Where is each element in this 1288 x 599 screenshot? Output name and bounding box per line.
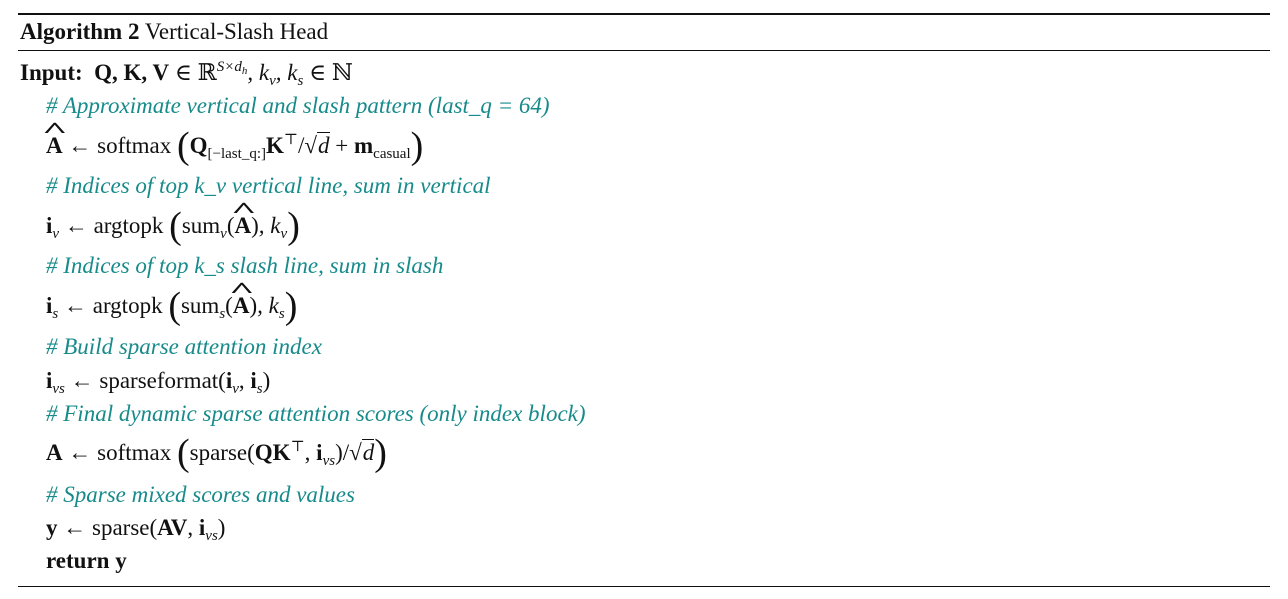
input-dim-sub: h bbox=[241, 65, 248, 77]
ahat-op: ← softmax bbox=[62, 133, 177, 158]
ahat-div: /√ bbox=[297, 133, 317, 158]
is-symbol: i bbox=[46, 293, 53, 318]
step-return: return y bbox=[46, 546, 127, 576]
a-comma: , bbox=[304, 440, 317, 465]
ivs-a-sub: v bbox=[232, 381, 239, 397]
comment-line: # Approximate vertical and slash pattern… bbox=[46, 93, 550, 118]
comment-line: # Final dynamic sparse attention scores … bbox=[46, 401, 586, 426]
is-k: , k bbox=[257, 293, 279, 318]
step-a: A ← softmax (sparse(QK⊤, ivs)/√d) bbox=[46, 432, 387, 474]
is-a: A bbox=[233, 291, 250, 321]
iv-fn: sum bbox=[181, 213, 221, 238]
is-sub: s bbox=[52, 306, 59, 322]
y-av: AV bbox=[157, 515, 188, 540]
comment-line: # Sparse mixed scores and values bbox=[46, 482, 355, 507]
input-nat: ∈ ℕ bbox=[303, 60, 353, 85]
a-div: )/√ bbox=[335, 440, 362, 465]
input-dim: S×d bbox=[216, 59, 242, 75]
ivs-a: i bbox=[225, 368, 233, 393]
y-close: ) bbox=[217, 515, 226, 540]
step-is: is ← argtopk (sums(A), ks) bbox=[46, 287, 297, 325]
is-op: ← argtopk bbox=[58, 293, 169, 318]
a-symbol: A bbox=[46, 440, 63, 465]
is-k-sub: s bbox=[278, 306, 285, 322]
ivs-b-sub: s bbox=[256, 381, 263, 397]
ivs-comma: , bbox=[238, 368, 251, 393]
input-ks-sub: s bbox=[297, 73, 304, 89]
caption-label: Algorithm 2 bbox=[20, 19, 140, 44]
step-ivs: ivs ← sparseformat(iv, is) bbox=[46, 366, 271, 397]
caption-title: Vertical-Slash Head bbox=[144, 19, 329, 44]
input-set: ∈ ℝ bbox=[169, 60, 217, 85]
ahat-k: K bbox=[265, 133, 284, 158]
ivs-symbol: i bbox=[46, 368, 53, 393]
y-i-sub: vs bbox=[205, 528, 218, 544]
ahat-t: ⊤ bbox=[283, 132, 298, 148]
step-iv: iv ← argtopk (sumv(A), kv) bbox=[46, 207, 300, 245]
step-y: y ← sparse(AV, ivs) bbox=[46, 513, 226, 544]
ivs-sub: vs bbox=[52, 381, 65, 397]
input-ks: , k bbox=[275, 60, 298, 85]
top-rule bbox=[18, 13, 1270, 15]
input-kv: , k bbox=[247, 60, 270, 85]
iv-sub: v bbox=[52, 226, 60, 242]
return-value: y bbox=[115, 548, 127, 573]
iv-symbol: i bbox=[46, 213, 53, 238]
ivs-close: ) bbox=[262, 368, 271, 393]
a-qk: QK bbox=[254, 440, 291, 465]
iv-k-sub: v bbox=[280, 226, 288, 242]
caption-rule bbox=[18, 50, 1270, 51]
iv-a: A bbox=[235, 211, 252, 241]
ahat-symbol: A bbox=[46, 131, 63, 161]
input-keyword: Input: bbox=[20, 60, 83, 85]
y-symbol: y bbox=[46, 515, 58, 540]
y-i: i bbox=[198, 515, 206, 540]
iv-k: , k bbox=[258, 213, 281, 238]
ahat-q: Q bbox=[189, 133, 208, 158]
is-fn-sub: s bbox=[219, 306, 226, 322]
ivs-b: i bbox=[250, 368, 257, 393]
a-t: ⊤ bbox=[290, 439, 305, 455]
input-kv-sub: v bbox=[269, 73, 276, 89]
ahat-m-sub: casual bbox=[373, 146, 411, 162]
iv-op: ← argtopk bbox=[59, 213, 170, 238]
comment-line: # Indices of top k_s slash line, sum in … bbox=[46, 253, 444, 278]
input-line: Input: Q, K, V ∈ ℝS×dh, kv, ks ∈ ℕ bbox=[20, 58, 353, 89]
ahat-q-sub: [−last_q:] bbox=[207, 146, 266, 162]
comment-line: # Indices of top k_v vertical line, sum … bbox=[46, 173, 491, 198]
a-fn: sparse( bbox=[189, 440, 255, 465]
ahat-plus: + bbox=[329, 133, 354, 158]
step-ahat: A ← softmax (Q[−last_q:]K⊤/√d + mcasual) bbox=[46, 127, 423, 165]
algorithm-caption: Algorithm 2 Vertical-Slash Head bbox=[20, 17, 328, 47]
ahat-d: d bbox=[317, 132, 330, 158]
y-comma: , bbox=[187, 515, 199, 540]
a-i: i bbox=[316, 440, 323, 465]
a-i-sub: vs bbox=[322, 453, 336, 469]
a-op: ← softmax bbox=[62, 440, 177, 465]
bottom-rule bbox=[18, 586, 1270, 587]
a-d: d bbox=[361, 439, 375, 465]
ivs-op: ← sparseformat( bbox=[64, 368, 226, 393]
is-fn: sum bbox=[180, 293, 220, 318]
ahat-m: m bbox=[353, 133, 374, 158]
iv-fn-sub: v bbox=[220, 226, 227, 242]
return-keyword: return bbox=[46, 548, 110, 573]
input-vars: Q, K, V bbox=[94, 60, 170, 85]
y-op: ← sparse( bbox=[57, 515, 158, 540]
comment-line: # Build sparse attention index bbox=[46, 334, 322, 359]
